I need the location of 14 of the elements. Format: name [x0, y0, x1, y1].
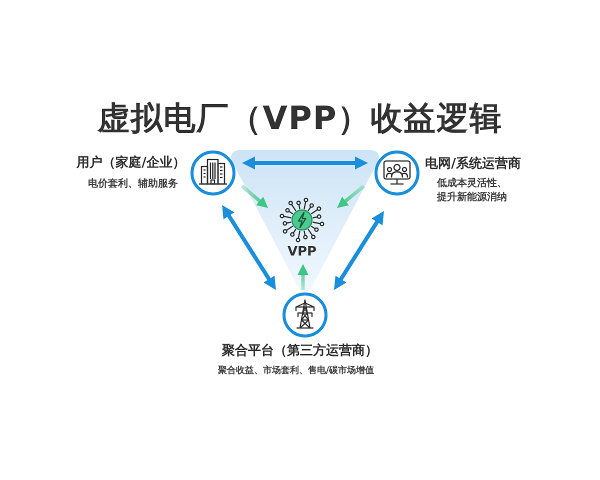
double-arrow: [222, 204, 276, 290]
heading: 用户（家庭/企业）: [76, 156, 186, 172]
description: 低成本灵活性、提升新能源消纳: [436, 177, 508, 205]
description: 聚合收益、市场套利、售电/碳市场增值: [218, 366, 374, 376]
heading: 聚合平台（第三方运营商）: [222, 344, 378, 360]
double-arrow: [334, 210, 384, 290]
heading: 电网/系统运营商: [425, 158, 521, 172]
title: 虚拟电厂（VPP）收益逻辑: [98, 101, 502, 136]
double-arrow: [242, 156, 368, 170]
arrow: [240, 184, 268, 208]
arrow: [298, 264, 308, 290]
node-label: VPP: [287, 246, 317, 260]
arrow: [337, 184, 366, 208]
description: 电价套利、辅助服务: [88, 178, 178, 190]
